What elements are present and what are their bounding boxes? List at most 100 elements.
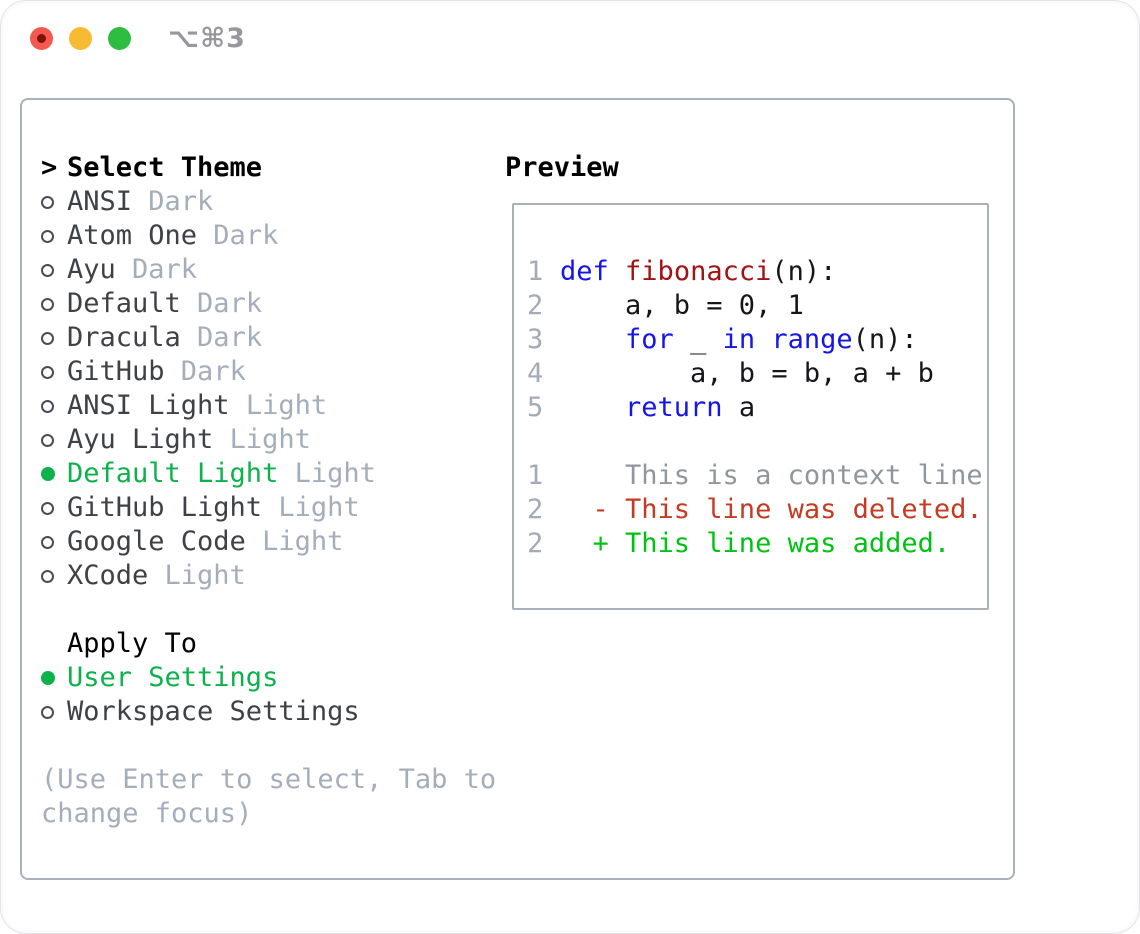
code-token-plain <box>755 323 771 357</box>
option-variant-label: Dark <box>197 220 279 251</box>
code-token-kw: def <box>560 256 609 287</box>
option-label: XCode <box>67 560 149 591</box>
radio-icon <box>41 569 54 583</box>
radio-icon <box>41 195 54 209</box>
line-number: 1 <box>527 256 544 287</box>
theme-option[interactable]: Default Light Light <box>22 457 502 491</box>
preview-line: 2 a, b = 0, 1 <box>527 289 987 323</box>
option-label: Ayu Light <box>67 424 214 455</box>
line-number: 2 <box>527 528 544 559</box>
option-variant-label: Light <box>262 492 360 523</box>
apply-to-option[interactable]: User Settings <box>22 661 502 695</box>
theme-option[interactable]: ANSI Light Light <box>22 389 502 423</box>
radio-icon <box>41 297 54 311</box>
line-number: 2 <box>527 494 544 525</box>
radio-selected-icon <box>41 671 55 685</box>
preview-line: 5 return a <box>527 391 987 425</box>
preview-line: 1 def fibonacci(n): <box>527 255 987 289</box>
option-variant-label: Light <box>245 526 344 557</box>
preview-line: 2 - This line was deleted. <box>527 493 987 527</box>
option-label: ANSI <box>67 186 133 217</box>
select-theme-title: Select Theme <box>67 152 263 183</box>
close-button[interactable] <box>30 27 53 50</box>
theme-option[interactable]: Default Dark <box>22 287 502 321</box>
line-number <box>527 425 560 459</box>
zoom-button[interactable] <box>108 27 131 50</box>
line-number: 2 <box>527 290 544 321</box>
line-number: 3 <box>527 324 544 355</box>
option-label: ANSI Light <box>67 390 230 421</box>
apply-to-title: Apply To <box>67 628 198 659</box>
theme-option[interactable]: ANSI Dark <box>22 185 502 219</box>
option-variant-label: Dark <box>180 322 263 353</box>
code-token-del: - This line was deleted. <box>560 494 983 525</box>
theme-option[interactable]: Dracula Dark <box>22 321 502 355</box>
code-token-plain: a, b = b, a + b <box>560 358 934 389</box>
code-token-add: + This line was added. <box>560 528 951 559</box>
code-token-plain <box>560 323 625 357</box>
option-label: Dracula <box>67 322 181 353</box>
theme-option[interactable]: GitHub Light Light <box>22 491 502 525</box>
radio-icon <box>41 365 54 379</box>
code-token-plain: a, b = 0, 1 <box>560 290 804 321</box>
option-label: Default <box>67 288 181 319</box>
theme-option[interactable]: GitHub Dark <box>22 355 502 389</box>
option-variant-label: Light <box>278 458 376 489</box>
code-token-plain: a <box>722 392 756 423</box>
option-label: Workspace Settings <box>67 696 360 727</box>
preview-line: 1 This is a context line. <box>527 459 987 493</box>
option-label: Ayu <box>67 254 116 285</box>
option-label: Google Code <box>67 526 246 557</box>
line-number: 4 <box>527 358 544 389</box>
spacer <box>22 729 502 763</box>
option-label: Atom One <box>67 220 198 251</box>
spacer <box>22 593 502 627</box>
line-number: 5 <box>527 392 544 423</box>
theme-option[interactable]: Google Code Light <box>22 525 502 559</box>
apply-to-header-row: Apply To <box>22 627 502 661</box>
radio-icon <box>41 433 54 447</box>
code-token-plain: (n): <box>771 256 837 287</box>
code-token-plain: (n): <box>852 324 918 355</box>
prompt-caret-icon: > <box>41 152 58 183</box>
theme-option[interactable]: Ayu Light Light <box>22 423 502 457</box>
option-variant-label: Dark <box>115 254 198 285</box>
radio-icon <box>41 331 54 345</box>
select-theme-header-row: > Select Theme <box>22 151 502 185</box>
option-variant-label: Dark <box>164 356 246 387</box>
code-token-fn: fibonacci <box>625 256 772 287</box>
option-variant-label: Light <box>229 390 328 421</box>
theme-option[interactable]: Ayu Dark <box>22 253 502 287</box>
option-variant-label: Dark <box>132 186 214 217</box>
code-token-kw: return <box>625 392 723 423</box>
code-token-kw: range <box>771 324 853 355</box>
radio-icon <box>41 705 54 719</box>
line-number: 1 <box>527 460 544 491</box>
radio-icon <box>41 263 54 277</box>
option-variant-label: Light <box>213 424 311 455</box>
theme-option[interactable]: Atom One Dark <box>22 219 502 253</box>
apply-to-option[interactable]: Workspace Settings <box>22 695 502 729</box>
keyboard-hint-text: (Use Enter to select, Tab to change focu… <box>41 764 513 829</box>
code-token-plain <box>560 391 625 425</box>
radio-selected-icon <box>41 467 55 481</box>
code-token-kw: in <box>722 324 756 355</box>
radio-icon <box>41 399 54 413</box>
window-title-shortcut: ⌥⌘3 <box>168 23 246 54</box>
preview-line: 4 a, b = b, a + b <box>527 357 987 391</box>
minimize-button[interactable] <box>69 27 92 50</box>
radio-icon <box>41 535 54 549</box>
preview-line: 3 for _ in range(n): <box>527 323 987 357</box>
code-token-plain: _ <box>673 324 723 355</box>
option-label: GitHub <box>67 356 165 387</box>
theme-option[interactable]: XCode Light <box>22 559 502 593</box>
radio-icon <box>41 229 54 243</box>
option-label: GitHub Light <box>67 492 263 523</box>
